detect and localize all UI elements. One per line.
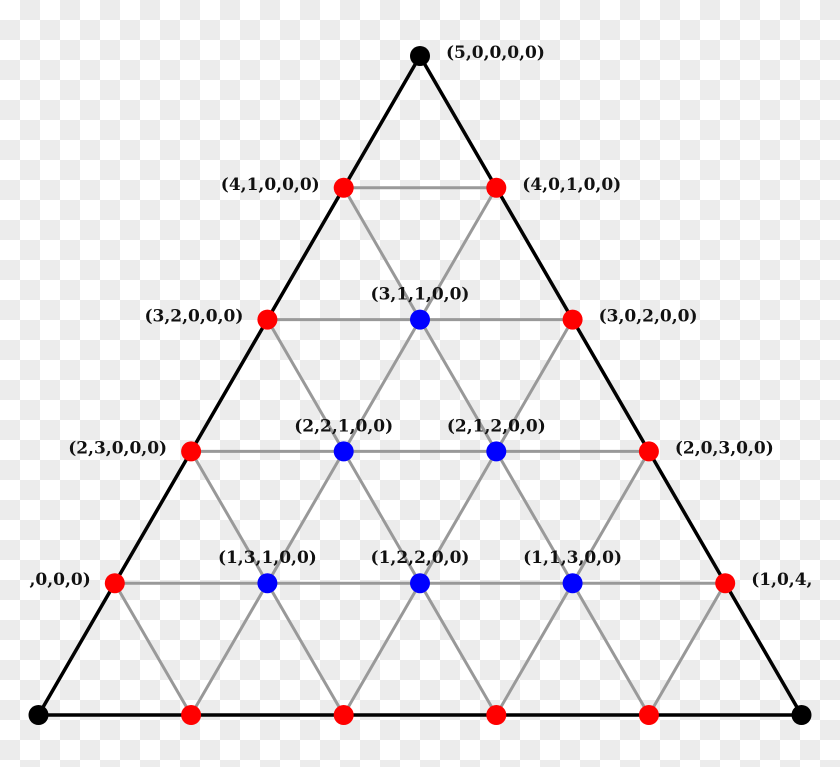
edge-node [333,705,354,725]
grid-line [418,318,498,453]
grid-line [495,582,574,716]
interior-node [333,441,354,462]
node-label: (2,1,2,0,0) [447,416,546,436]
node-label: (5,0,0,0,0) [446,43,545,63]
node-label: (1,3,1,0,0) [218,548,317,568]
edge-node [181,705,202,725]
node-labels: (5,0,0,0,0) (4,1,0,0,0) (4,0,1,0,0) (3,2,0,… [30,43,813,590]
interior-node [486,441,507,462]
grid-line [418,450,498,584]
grid-line [266,450,345,584]
corner-node [410,46,430,66]
node-label: (4,0,1,0,0) [522,175,621,195]
grid-line [189,582,269,716]
node-label: (3,1,1,0,0) [371,285,470,305]
grid-line [418,582,498,716]
node-label: (2,0,3,0,0) [675,438,774,458]
grid-line [342,582,422,716]
grid-line [342,187,422,321]
node-label: ,0,0,0) [30,570,91,590]
grid-line [113,582,193,716]
edge-node [715,573,736,594]
node-label: (2,2,1,0,0) [294,416,393,436]
edge-node [562,309,583,330]
grid-line [571,582,651,716]
corner-node [791,705,812,725]
node-label: (1,2,2,0,0) [371,548,470,568]
node-label: (3,2,0,0,0) [144,307,243,327]
edge-node [638,441,659,462]
edge-node [257,309,278,330]
grid-line [266,318,345,453]
grid-lines [37,55,803,717]
grid-line [189,450,269,584]
node-label: (3,0,2,0,0) [599,307,698,327]
grid-line [342,450,422,584]
grid-line [495,450,574,584]
grid-line [342,318,422,453]
node-label: (4,1,0,0,0) [221,175,320,195]
node-label: (1,0,4, [751,570,812,590]
lattice-nodes [28,46,812,725]
triangle-outline [36,54,804,717]
edge-node [104,573,125,594]
grid-line [418,187,498,321]
corner-node [28,705,49,725]
edge-node [486,705,507,725]
interior-node [562,573,583,594]
interior-node [257,573,278,594]
grid-line [647,582,727,716]
edge-node [638,705,659,725]
edge-node [181,441,202,462]
outline-triangle [36,54,804,717]
edge-node [486,177,507,198]
interior-node [410,309,430,330]
edge-node [333,177,354,198]
grid-line [571,450,651,584]
interior-node [410,573,430,594]
grid-line [495,318,574,453]
node-label: (2,3,0,0,0) [68,438,167,458]
node-label: (1,1,3,0,0) [523,548,622,568]
grid-line [266,582,345,716]
